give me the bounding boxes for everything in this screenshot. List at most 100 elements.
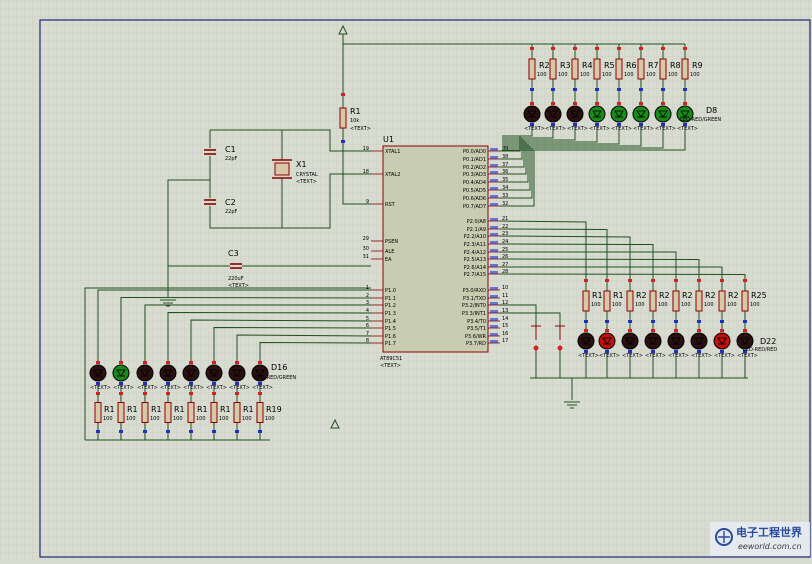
top-resistor[interactable] (615, 47, 623, 91)
top-resistor[interactable] (659, 47, 667, 91)
left-resistor[interactable] (256, 392, 264, 433)
left-resistor[interactable] (233, 392, 241, 433)
right-led[interactable] (713, 329, 731, 353)
left-led[interactable] (228, 361, 246, 385)
left-resistor[interactable] (117, 392, 125, 433)
top-led[interactable] (523, 102, 541, 126)
left-resistor[interactable] (94, 392, 102, 433)
top-resistor[interactable] (549, 47, 557, 91)
left-resistor[interactable] (187, 392, 195, 433)
top-resistor[interactable] (637, 47, 645, 91)
left-resistor[interactable] (141, 392, 149, 433)
right-led[interactable] (598, 329, 616, 353)
top-led[interactable] (566, 102, 584, 126)
led-triangle (527, 110, 537, 118)
right-led[interactable] (644, 329, 662, 353)
top-resistor[interactable] (571, 47, 579, 91)
pushbutton-icon[interactable] (555, 325, 565, 351)
resistor-value: 100 (219, 416, 229, 422)
top-resistor[interactable] (528, 47, 536, 91)
right-resistor[interactable] (626, 279, 634, 323)
right-resistor[interactable] (672, 279, 680, 323)
r1-resistor[interactable] (339, 93, 347, 143)
c3-capacitor[interactable] (230, 263, 242, 269)
right-resistor[interactable] (741, 279, 749, 323)
top-resistor[interactable] (681, 47, 689, 91)
c1-capacitor[interactable] (204, 149, 216, 155)
right-led[interactable] (736, 329, 754, 353)
c2-capacitor[interactable] (204, 199, 216, 205)
left-resistor[interactable] (164, 392, 172, 433)
right-led[interactable] (690, 329, 708, 353)
top-resistor[interactable] (593, 47, 601, 91)
left-led[interactable] (182, 361, 200, 385)
wire (500, 149, 685, 207)
left-led[interactable] (89, 361, 107, 385)
top-led[interactable] (632, 102, 650, 126)
left-led[interactable] (112, 361, 130, 385)
resistor-label: R6 (626, 61, 637, 70)
top-led[interactable] (610, 102, 628, 126)
right-resistor[interactable] (582, 279, 590, 323)
top-led[interactable] (544, 102, 562, 126)
left-resistor[interactable] (210, 392, 218, 433)
right-led[interactable] (621, 329, 639, 353)
right-led[interactable] (667, 329, 685, 353)
top-led[interactable] (676, 102, 694, 126)
right-led[interactable] (577, 329, 595, 353)
right-resistor[interactable] (649, 279, 657, 323)
left-led[interactable] (205, 361, 223, 385)
right-resistor[interactable] (695, 279, 703, 323)
left-led[interactable] (251, 361, 269, 385)
pushbutton-icon[interactable] (531, 325, 541, 351)
x1-crystal[interactable] (272, 159, 292, 179)
left-led[interactable] (136, 361, 154, 385)
top-led[interactable] (654, 102, 672, 126)
left-led[interactable] (159, 361, 177, 385)
right-resistor[interactable] (718, 279, 726, 323)
top-led[interactable] (588, 102, 606, 126)
right-resistor[interactable] (603, 279, 611, 323)
